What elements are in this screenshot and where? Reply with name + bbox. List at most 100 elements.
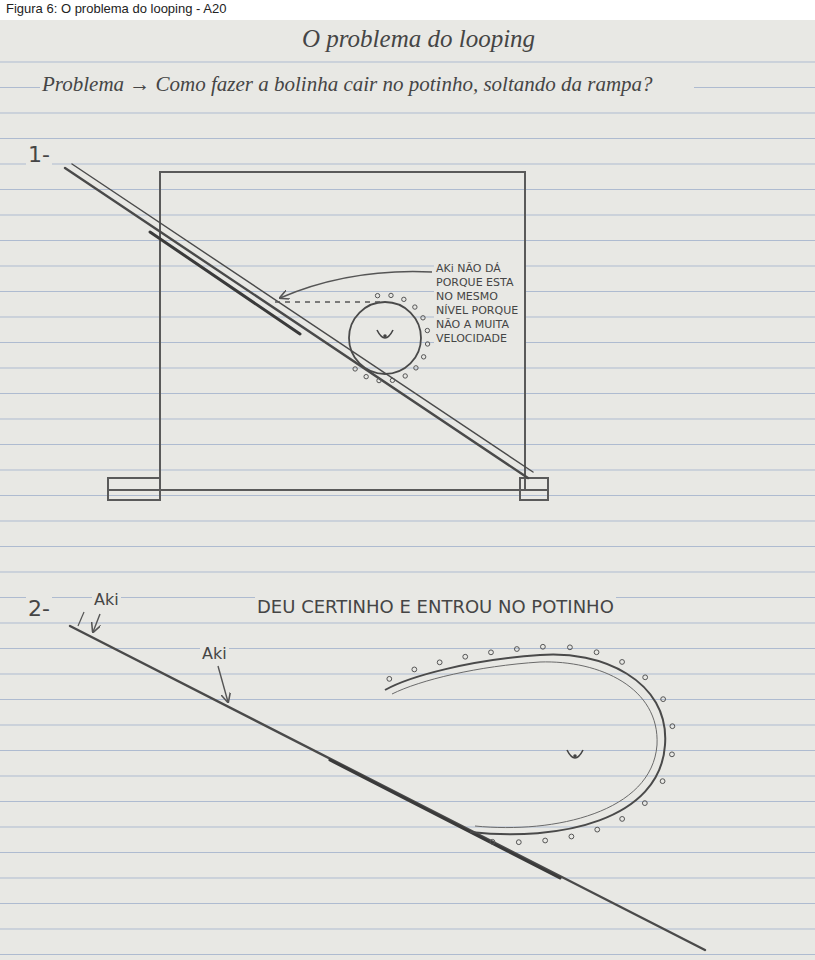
ramp-edge <box>65 168 528 478</box>
ball-dot <box>412 667 417 672</box>
ball-dot <box>620 660 625 665</box>
rule-line <box>0 62 815 63</box>
ball-dot <box>463 654 468 659</box>
rule-line <box>0 776 815 777</box>
pointer-label: Aki <box>92 590 121 609</box>
rule-line <box>0 521 815 522</box>
ball-dot <box>516 840 521 845</box>
ball-dot <box>670 752 675 757</box>
rule-line <box>0 189 815 190</box>
ball-dot <box>642 801 647 806</box>
ball-dot <box>390 378 394 382</box>
rule-line <box>0 393 815 394</box>
ball-dot <box>569 834 574 839</box>
title: O problema do looping <box>300 24 537 54</box>
ball-dot <box>568 645 573 650</box>
rule-line <box>0 444 815 445</box>
ball-dot <box>437 660 442 665</box>
ball-dot <box>375 293 379 297</box>
caption-strip <box>0 0 815 20</box>
ball-dot <box>414 366 418 370</box>
ball-dot <box>489 650 494 655</box>
ball-dot <box>490 839 495 844</box>
ball-dot <box>425 342 429 346</box>
ball-dot <box>421 355 425 359</box>
pointer-arrow <box>280 272 432 298</box>
ball-dot <box>364 374 368 378</box>
rule-line <box>0 852 815 853</box>
rule-line <box>0 215 815 216</box>
ball-dot <box>403 374 407 378</box>
ball-dot <box>670 724 675 729</box>
rule-line <box>0 903 815 904</box>
rule-line <box>0 291 815 292</box>
ramp-1 <box>65 164 533 478</box>
level-line <box>275 301 385 303</box>
ball <box>383 334 387 338</box>
ball-dot <box>413 305 417 309</box>
rule-line <box>0 572 815 573</box>
ball-dot <box>595 827 600 832</box>
right-foot <box>520 478 548 500</box>
ball-dot <box>377 378 381 382</box>
rule-line <box>0 495 815 496</box>
rule-line <box>0 164 815 165</box>
rule-line <box>0 368 815 369</box>
rule-line <box>0 954 815 955</box>
ball-dot <box>594 650 599 655</box>
rule-line <box>0 699 815 700</box>
rule-line <box>0 827 815 828</box>
cup <box>377 330 393 338</box>
loop-2-edge <box>392 662 657 828</box>
ball-track-2 <box>387 644 675 844</box>
pointer-arrow <box>218 666 228 702</box>
ramp-stand <box>108 172 548 500</box>
ball-dot <box>643 675 648 680</box>
rule-line <box>0 725 815 726</box>
ball-dot <box>540 644 545 649</box>
base-line <box>108 489 548 491</box>
rule-line <box>0 929 815 930</box>
rule-line <box>0 750 815 751</box>
ball-track-1 <box>353 293 430 383</box>
note-text: AKi NÃO DÁ PORQUE ESTA NO MESMO NÍVEL PO… <box>434 262 524 346</box>
ramp-2 <box>70 626 705 950</box>
ball-dot <box>425 328 429 332</box>
ramp-edge <box>72 164 533 472</box>
ball-dot <box>353 367 357 371</box>
rule-line <box>0 240 815 241</box>
ball <box>573 754 577 758</box>
rule-line <box>0 113 815 114</box>
loop-1 <box>349 302 421 374</box>
ball-dot <box>514 647 519 652</box>
ball-dot <box>620 817 625 822</box>
rule-line <box>0 546 815 547</box>
ramp-shade <box>330 760 560 878</box>
ball-dot <box>661 697 666 702</box>
figure-number: 1- <box>26 142 52 168</box>
rule-line <box>0 266 815 267</box>
cup <box>567 750 583 758</box>
problem-text: Problema → Como fazer a bolinha cair no … <box>40 72 694 98</box>
ramp-shade <box>150 232 300 334</box>
ball-dot <box>389 293 393 297</box>
pointer-arrow <box>78 612 84 626</box>
pointer-arrow <box>93 614 100 632</box>
loop-2 <box>385 654 665 834</box>
rule-line <box>0 470 815 471</box>
rule-line <box>0 878 815 879</box>
ruled-lines <box>0 62 815 955</box>
ball-dot <box>421 316 425 320</box>
figure-number: 2- <box>26 596 52 622</box>
rule-line <box>0 674 815 675</box>
result-text: DEU CERTINHO E ENTROU NO POTINHO <box>255 596 616 618</box>
pointer-label: Aki <box>200 644 229 663</box>
rule-line <box>0 138 815 139</box>
left-foot <box>108 478 160 500</box>
frame <box>160 172 525 490</box>
ball-dot <box>387 676 392 681</box>
rule-line <box>0 648 815 649</box>
ball-dot <box>543 838 548 843</box>
ball-dot <box>660 779 665 784</box>
